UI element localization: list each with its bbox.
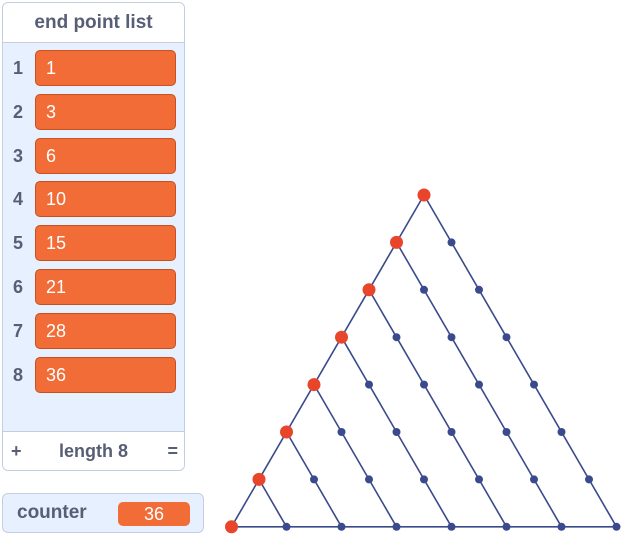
triangle-dot xyxy=(447,522,456,531)
end-point-dot xyxy=(362,283,376,297)
triangle-dot xyxy=(392,522,401,531)
list-item-value[interactable]: 10 xyxy=(35,181,176,218)
list-title: end point list xyxy=(3,3,184,43)
triangle-dot xyxy=(475,475,483,484)
list-item-value[interactable]: 1 xyxy=(35,50,176,86)
triangle-dot xyxy=(310,475,318,484)
list-item-value[interactable]: 15 xyxy=(35,225,176,262)
triangle-dot xyxy=(530,475,538,484)
triangle-dot xyxy=(392,428,401,436)
triangle-left-edge xyxy=(230,194,425,528)
triangle-dot xyxy=(420,475,428,484)
triangle-diagonal-line xyxy=(368,289,508,528)
triangle-dot xyxy=(530,380,538,389)
end-point-dot xyxy=(390,235,403,249)
triangle-dot xyxy=(392,333,401,342)
triangle-dot xyxy=(447,333,456,342)
triangle-dot xyxy=(612,522,621,531)
list-item: 5 15 xyxy=(3,223,184,263)
triangle-diagonal-line xyxy=(258,478,288,528)
triangle-dot xyxy=(365,475,373,484)
triangle-diagonal-line xyxy=(423,194,618,528)
list-item-value[interactable]: 21 xyxy=(35,269,176,305)
end-point-dot xyxy=(417,188,431,202)
triangle-dots xyxy=(225,188,621,534)
triangle-dot xyxy=(585,475,593,484)
end-point-dot xyxy=(307,378,321,392)
list-item-index: 1 xyxy=(12,58,23,78)
variable-value: 36 xyxy=(118,502,190,526)
triangle-dot xyxy=(447,238,456,247)
resize-handle[interactable]: = xyxy=(167,441,178,461)
list-item-index: 4 xyxy=(12,189,23,210)
list-length-label: length 8 xyxy=(58,441,128,461)
triangle-dot xyxy=(475,380,483,389)
triangle-dot xyxy=(420,285,428,294)
triangle-dot xyxy=(282,522,291,531)
end-point-dot xyxy=(225,520,238,534)
list-item-index: 6 xyxy=(12,277,23,297)
list-item: 4 10 xyxy=(3,179,184,219)
list-item-index: 7 xyxy=(12,320,23,341)
end-point-dot xyxy=(252,472,266,486)
triangle-dot xyxy=(502,428,511,436)
list-item-index: 8 xyxy=(12,364,23,385)
list-item: 8 36 xyxy=(3,355,184,395)
list-item-index: 5 xyxy=(12,233,23,254)
list-item-index: 2 xyxy=(12,101,23,122)
list-item-value[interactable]: 3 xyxy=(35,93,176,130)
triangle-dot xyxy=(337,522,346,531)
list-footer: + length 8 = xyxy=(3,431,184,470)
list-item-value[interactable]: 6 xyxy=(35,137,176,174)
end-point-dot xyxy=(280,425,293,439)
add-item-button[interactable]: + xyxy=(11,441,22,461)
triangle-dot xyxy=(337,428,346,436)
triangle-dot xyxy=(475,285,483,294)
triangle-dot xyxy=(365,380,373,389)
triangle-dot xyxy=(557,428,566,436)
triangle-dot xyxy=(502,333,511,342)
list-item-value[interactable]: 36 xyxy=(35,356,176,393)
triangle-dot xyxy=(447,428,456,436)
end-point-dot xyxy=(335,330,348,344)
triangle-dot xyxy=(420,380,428,389)
list-item: 6 21 xyxy=(3,267,184,307)
variable-label: counter xyxy=(17,502,87,523)
list-item: 7 28 xyxy=(3,311,184,351)
variable-monitor-counter: counter 36 xyxy=(2,493,204,533)
list-item-index: 3 xyxy=(12,145,23,166)
triangle-dot xyxy=(557,522,566,531)
triangle-diagonal-line xyxy=(313,384,398,528)
list-item-value[interactable]: 28 xyxy=(35,312,176,349)
triangle-dot xyxy=(502,522,511,531)
